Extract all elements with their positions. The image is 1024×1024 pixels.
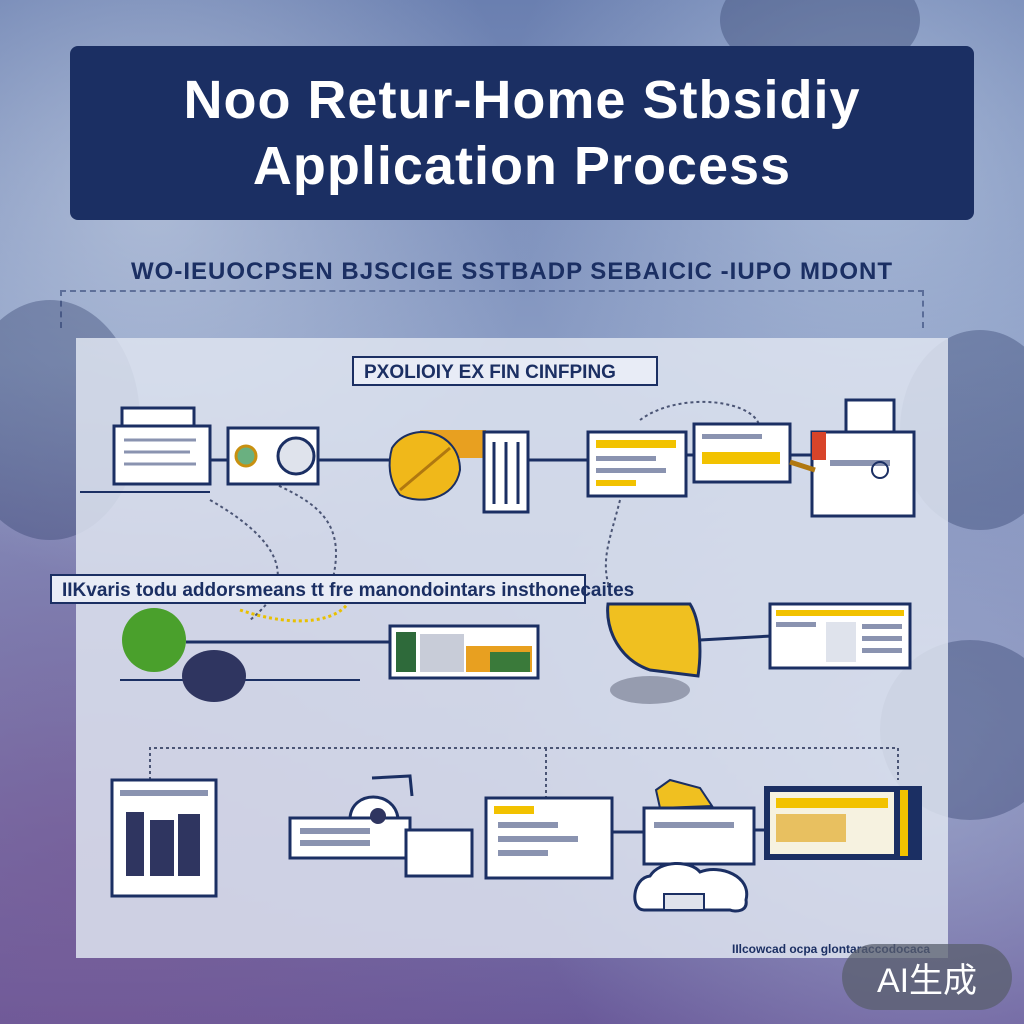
- subtitle: WO-IEUOCPSEN BJSCIGE SSTBADP SEBAICIC -I…: [131, 258, 893, 285]
- yellow-panel-icon: [764, 786, 922, 860]
- title-banner: Noo Retur-Home Stbsidiy Application Proc…: [70, 46, 974, 220]
- document-stack-icon: [642, 778, 756, 866]
- archive-icon: [110, 778, 218, 898]
- title-line-1: Noo Retur-Home Stbsidiy: [183, 70, 861, 130]
- table-document-icon: [768, 602, 912, 670]
- document-icon: [692, 422, 792, 484]
- dotted-connector: [239, 469, 337, 591]
- printer-icon: [789, 398, 916, 518]
- building-image-icon: [388, 624, 540, 680]
- leaf-icon: [388, 430, 486, 501]
- section-label-top: PXOLIOIY EX FIN CINFPING: [352, 356, 658, 386]
- dotted-connector: [149, 747, 899, 780]
- section-label-middle: IIKvaris todu addorsmeans tt fre manondo…: [50, 574, 634, 604]
- monitor-icon: [484, 796, 614, 880]
- photo-card-icon: [226, 426, 320, 486]
- ai-generated-badge: AI生成: [842, 944, 1012, 1010]
- green-circle-icon: [122, 608, 246, 702]
- folder-document-icon: [112, 406, 212, 486]
- cloud-icon: [633, 861, 749, 913]
- building-icon: [482, 430, 530, 514]
- yellow-shape-icon: [606, 602, 702, 704]
- dashed-frame: [60, 290, 924, 328]
- dotted-connector: [639, 400, 761, 431]
- document-list-icon: [586, 430, 688, 498]
- title-line-2: Application Process: [252, 136, 792, 196]
- dotted-connector: [604, 499, 621, 591]
- truck-icon: [288, 774, 474, 878]
- connector: [699, 634, 773, 642]
- dotted-connector: [209, 499, 279, 621]
- yellow-dotted-connector: [239, 599, 352, 623]
